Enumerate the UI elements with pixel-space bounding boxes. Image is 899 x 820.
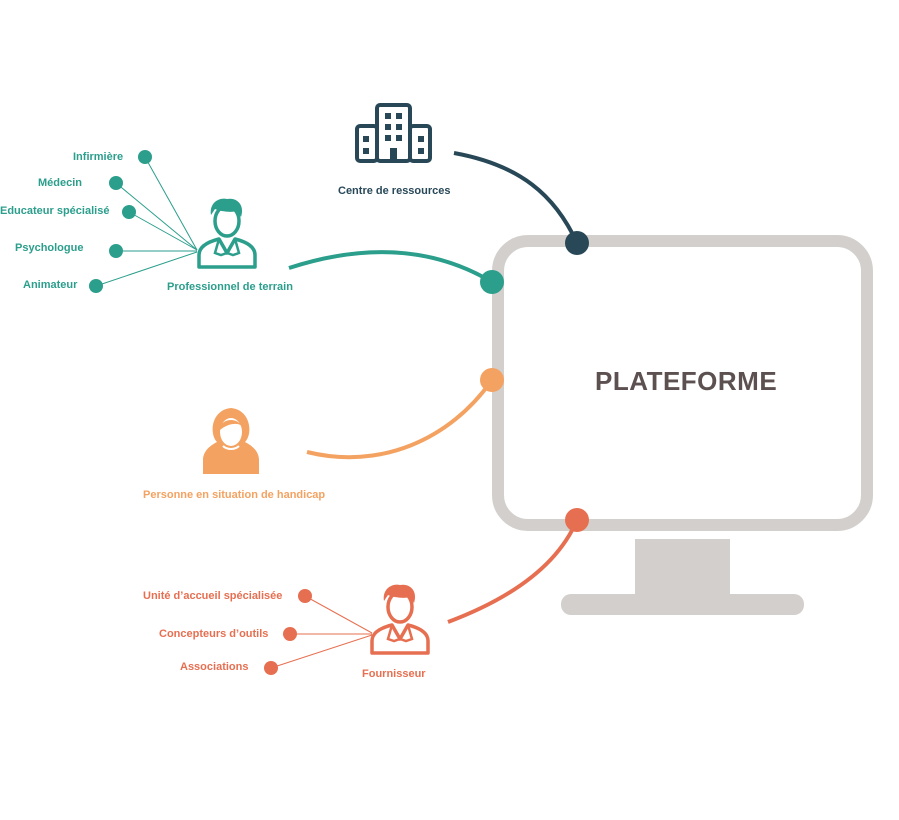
connector-fournisseur [447,519,579,624]
fournisseur-branches [270,595,373,669]
branch-dot-medecin [109,176,123,190]
branch-dot-concepteurs [283,627,297,641]
connector-personne [306,378,494,460]
professionnel-branches [95,156,198,287]
child-unite: Unité d’accueil spécialisée [143,590,283,602]
connector-dot-ressources [565,231,589,255]
platform-title: PLATEFORME [595,366,778,396]
personne-label: Personne en situation de handicap [143,489,326,501]
branch-dot-animateur [89,279,103,293]
connector-ressources [453,151,579,244]
fournisseur-label: Fournisseur [362,668,426,680]
child-concepteurs: Concepteurs d’outils [159,628,269,640]
child-medecin: Médecin [38,177,83,189]
branch-dot-educateur [122,205,136,219]
person-icon [203,408,259,474]
branch-dot-infirmiere [138,150,152,164]
connector-professionnel [288,250,494,284]
child-educateur: Educateur spécialisé [0,205,110,217]
branch-dot-associations [264,661,278,675]
professional-person-icon [197,198,257,269]
professional-person-icon [370,584,430,655]
connector-dot-professionnel [480,270,504,294]
branch-dot-psychologue [109,244,123,258]
connector-dot-personne [480,368,504,392]
ressources-label: Centre de ressources [338,185,451,197]
professionnel-label: Professionnel de terrain [167,281,293,293]
child-associations: Associations [180,661,249,673]
child-psychologue: Psychologue [15,242,84,254]
child-infirmiere: Infirmière [73,151,124,163]
building-icon [355,103,432,163]
connector-dot-fournisseur [565,508,589,532]
child-animateur: Animateur [23,279,78,291]
branch-dot-unite [298,589,312,603]
